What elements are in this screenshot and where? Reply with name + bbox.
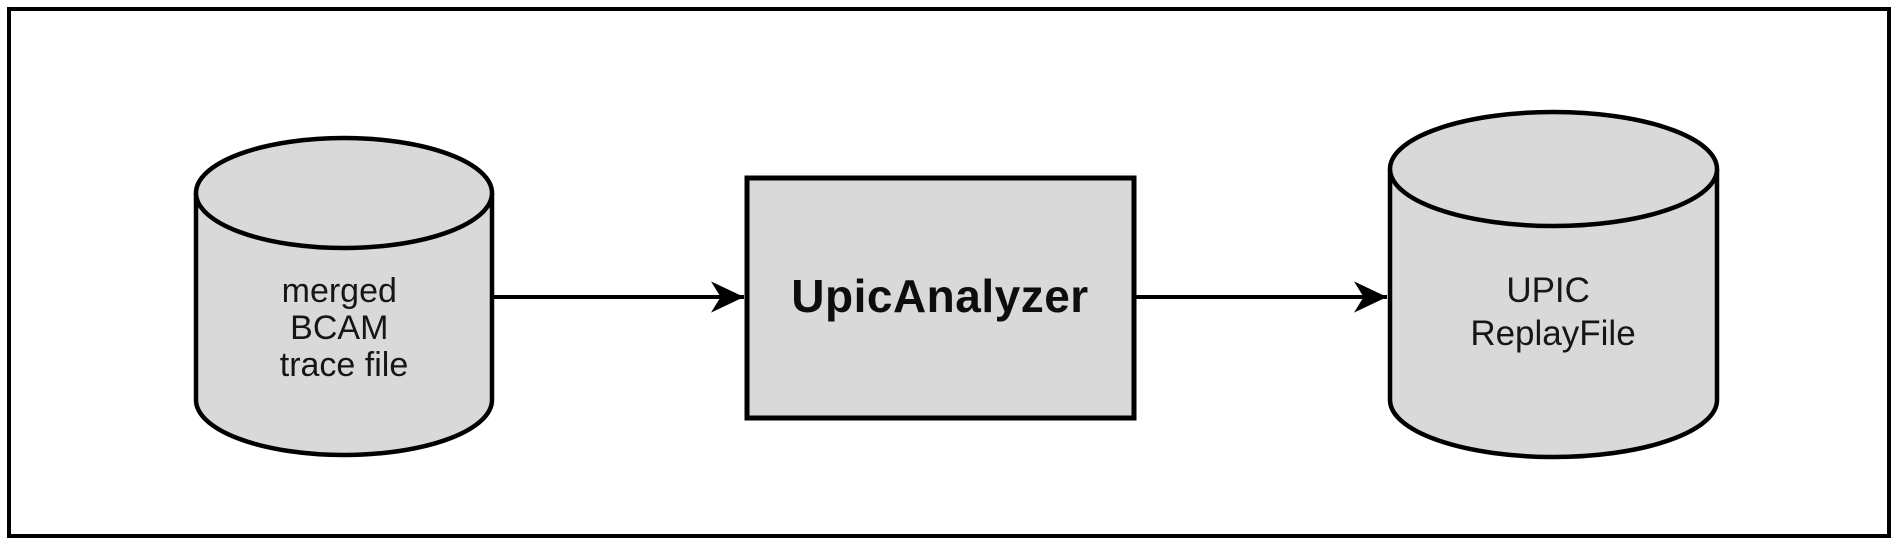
output-cylinder-label: UPIC ReplayFile xyxy=(1470,271,1635,353)
process-box xyxy=(744,175,1137,421)
process-box-node: UpicAnalyzer xyxy=(744,175,1137,421)
output-cylinder-node: UPIC ReplayFile xyxy=(1387,109,1720,460)
input-cylinder-label: merged BCAM trace file xyxy=(280,272,409,384)
input-cylinder-top xyxy=(193,135,495,251)
input-cylinder-body xyxy=(193,193,495,458)
output-cylinder-body xyxy=(1387,169,1720,460)
process-box-label: UpicAnalyzer xyxy=(791,270,1088,322)
input-cylinder-node: merged BCAM trace file xyxy=(193,135,495,458)
output-cylinder-top xyxy=(1387,109,1720,229)
